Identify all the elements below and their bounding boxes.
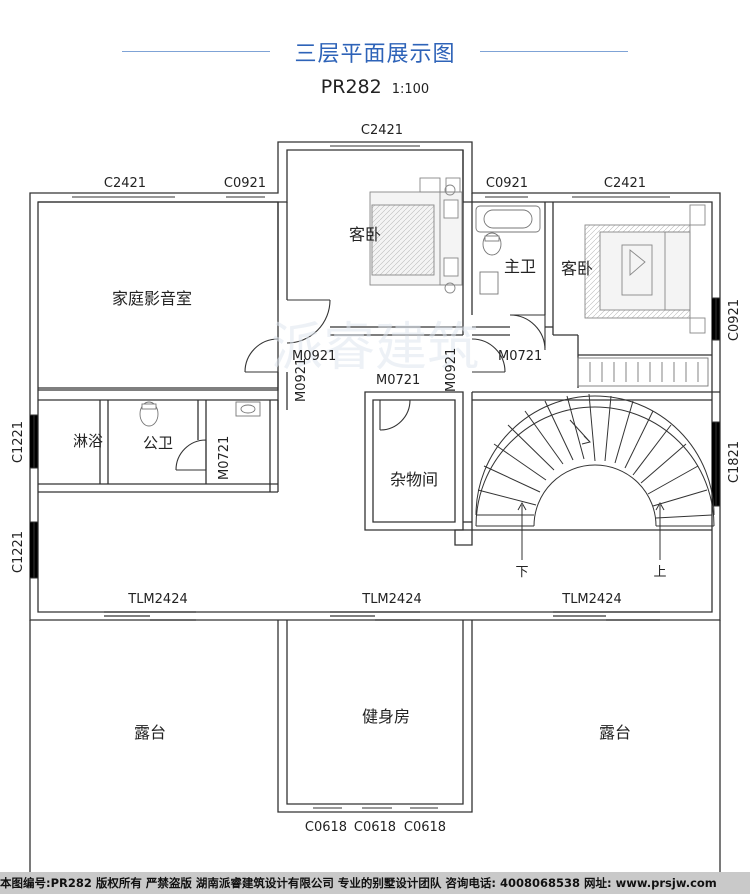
wardrobe [577,357,709,387]
door-label-m0921-a: M0921 [292,349,336,364]
window-label-tlm-right: TLM2424 [561,592,621,607]
room-master-bath: 主卫 [504,257,536,276]
spiral-stair [475,393,715,560]
plan-code-line: PR282 1:100 [0,76,750,98]
door-swings [175,299,546,471]
title-rule-right [480,51,628,52]
window-label-tlm-left: TLM2424 [127,592,187,607]
room-labels: 家庭影音室 客卧 主卫 客卧 淋浴 公卫 杂物间 露台 健身房 露台 [73,225,631,742]
footer-banner: 本图编号:PR282 版权所有 严禁盗版 湖南派睿建筑设计有限公司 专业的别墅设… [0,872,750,894]
window-label-c0921-top-left: C0921 [224,176,266,191]
window-label-c1221-left-upper: C1221 [11,421,26,463]
stair-down-label: 下 [515,565,528,580]
window-label-c1221-left-lower: C1221 [11,531,26,573]
title-rule-left [122,51,270,52]
bed-furniture-2 [584,204,706,334]
door-label-m0721-master: M0721 [498,349,542,364]
stair-up-label: 上 [653,565,666,580]
window-label-c0618-a: C0618 [305,820,347,835]
window-label-c0618-b: C0618 [354,820,396,835]
window-label-c2421-top-right: C2421 [604,176,646,191]
window-label-c2421-top-left: C2421 [104,176,146,191]
walls [29,141,721,872]
window-marks [30,141,721,813]
window-label-c0921-right: C0921 [727,299,742,341]
bed-furniture-1 [369,177,463,294]
stair-labels: 下 上 [515,565,666,580]
room-guest-bedroom-1: 客卧 [349,225,381,244]
plan-scale: 1:100 [391,82,430,97]
window-label-c2421-top-center: C2421 [361,123,403,138]
watermark-text: 派睿建筑 [271,318,479,378]
window-labels: C2421 C2421 C0921 C0921 C2421 C0921 C122… [11,123,742,835]
room-guest-bedroom-2: 客卧 [561,259,593,278]
window-label-c1821-right: C1821 [727,441,742,483]
sliding-doors [104,611,660,621]
room-home-theater: 家庭影音室 [112,289,192,308]
window-label-c0921-top-right: C0921 [486,176,528,191]
door-label-m0921-b: M0921 [294,358,309,402]
room-terrace-right: 露台 [599,723,631,742]
door-label-m0721-storage: M0721 [376,373,420,388]
door-label-m0721-bath: M0721 [217,436,232,480]
page-title: 三层平面展示图 [294,42,456,67]
door-label-m0921-c: M0921 [444,348,459,392]
bath-fixtures [139,205,541,427]
window-label-c0618-c: C0618 [404,820,446,835]
title-bar: 三层平面展示图 [0,34,750,70]
room-storage: 杂物间 [390,470,438,489]
room-public-bath: 公卫 [143,434,173,452]
room-terrace-left: 露台 [134,723,166,742]
window-label-tlm-center: TLM2424 [361,592,421,607]
room-gym: 健身房 [362,707,410,726]
room-shower: 淋浴 [73,432,103,450]
plan-code: PR282 [320,76,382,98]
door-labels: M0921 M0921 M0721 M0721 M0921 M0721 [217,348,542,480]
